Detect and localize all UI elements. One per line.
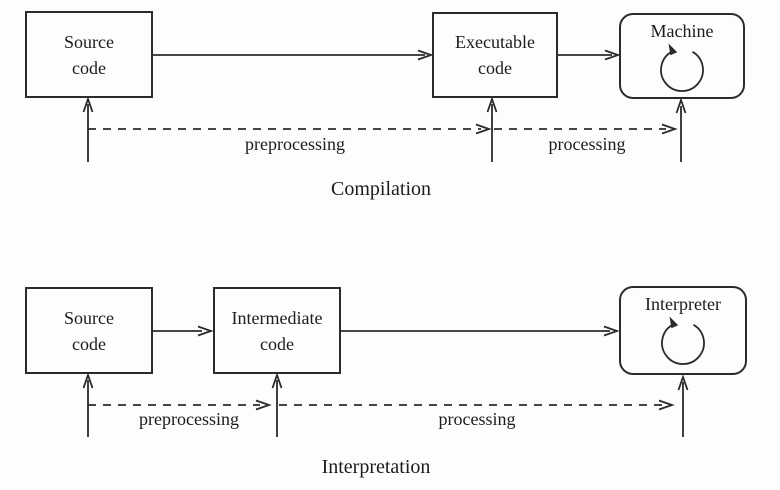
loop-arrowhead bbox=[669, 316, 679, 329]
node-label: Interpreter bbox=[645, 294, 721, 314]
node-label: Intermediate bbox=[231, 307, 323, 328]
edge-label-processing-bottom: processing bbox=[438, 409, 516, 429]
node-label: code bbox=[478, 58, 512, 78]
edge-label-preprocessing-bottom: preprocessing bbox=[139, 409, 239, 429]
arrowhead-processing-bottom bbox=[658, 399, 675, 411]
node-source-code-top: Source code bbox=[25, 11, 153, 98]
node-source-code-bottom: Source code bbox=[25, 287, 153, 374]
node-machine: Machine bbox=[619, 13, 745, 99]
arrowhead-input-interpreter bbox=[677, 374, 689, 391]
arrowhead-input-executable bbox=[486, 96, 498, 113]
node-intermediate-code: Intermediate code bbox=[213, 287, 341, 374]
arrowhead-executable-to-machine bbox=[604, 49, 621, 61]
node-label: code bbox=[260, 333, 294, 354]
node-label: code bbox=[72, 57, 106, 78]
edge-label-preprocessing-top: preprocessing bbox=[245, 134, 345, 154]
arrowhead-input-machine bbox=[675, 97, 687, 114]
loop-arrowhead bbox=[668, 43, 678, 56]
caption-interpretation: Interpretation bbox=[321, 456, 431, 478]
arrowhead-processing-top bbox=[661, 123, 678, 135]
node-label: Source bbox=[64, 31, 114, 52]
node-label: Machine bbox=[650, 21, 714, 41]
loop-arrow-icon bbox=[661, 316, 705, 365]
node-interpreter: Interpreter bbox=[619, 286, 747, 375]
node-label: code bbox=[72, 333, 106, 354]
arrowhead-input-intermediate bbox=[271, 372, 283, 389]
arrowhead-preprocessing-bottom bbox=[255, 399, 272, 411]
arrowhead-input-source-bottom bbox=[82, 372, 94, 389]
node-executable-code: Executable code bbox=[432, 12, 558, 98]
arrowhead-source-to-executable bbox=[417, 49, 434, 61]
arrowhead-intermediate-to-interpreter bbox=[603, 325, 620, 337]
node-label: Executable bbox=[455, 32, 535, 52]
arrowhead-preprocessing-top bbox=[475, 123, 492, 135]
arrowhead-input-source-top bbox=[82, 96, 94, 113]
arrowhead-source-to-intermediate bbox=[197, 325, 214, 337]
edge-label-processing-top: processing bbox=[548, 134, 626, 154]
node-label: Source bbox=[64, 307, 114, 328]
loop-arrow-icon bbox=[660, 43, 704, 92]
caption-compilation: Compilation bbox=[331, 178, 431, 200]
